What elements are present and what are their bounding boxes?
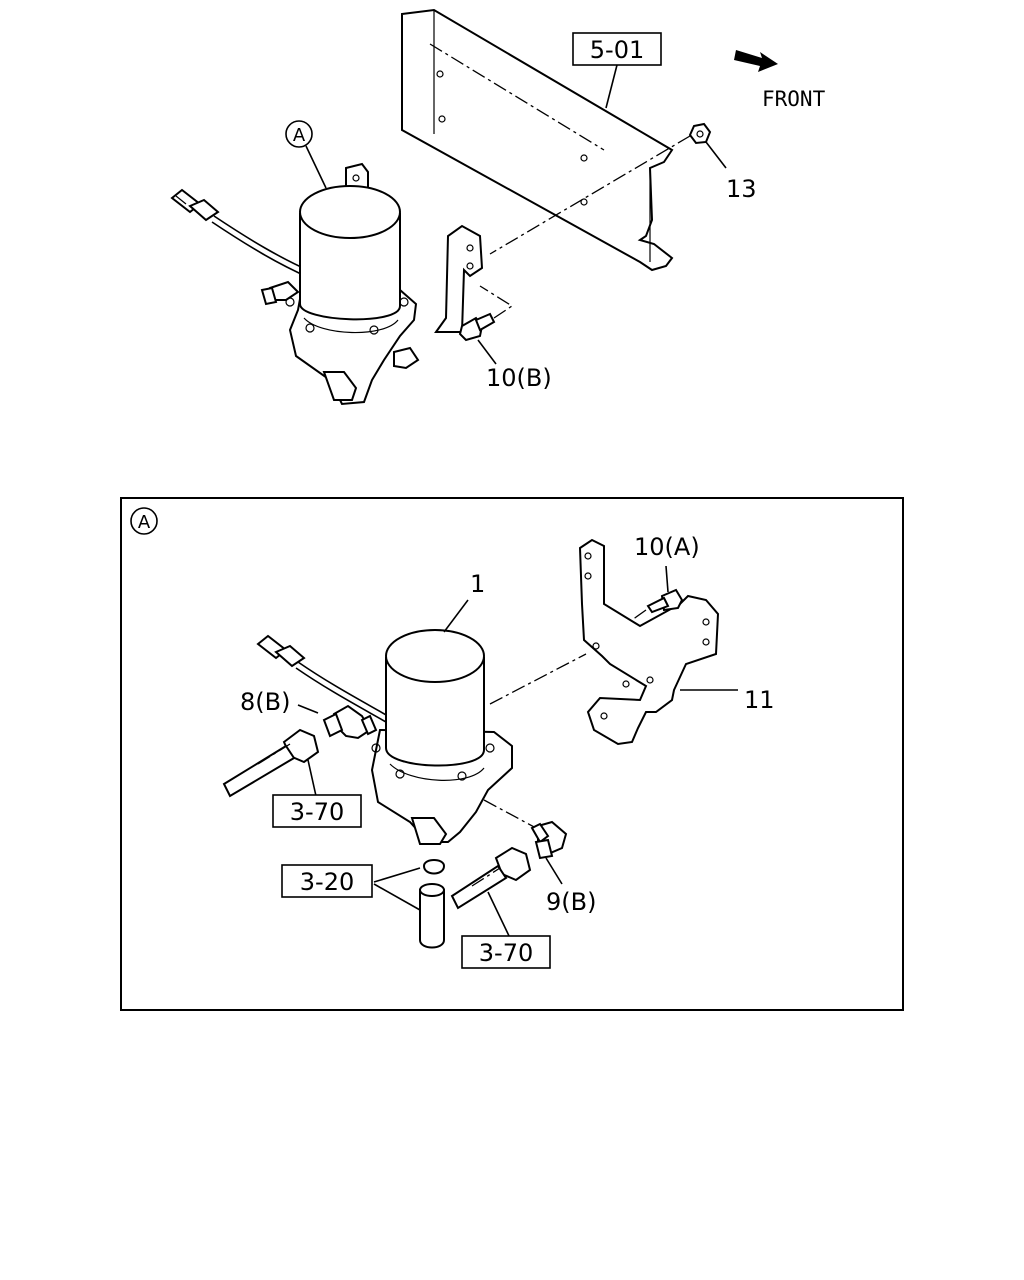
front-arrow-icon bbox=[734, 50, 778, 72]
hose-bottom bbox=[450, 846, 532, 939]
fitting-9b bbox=[530, 820, 568, 885]
part-11-label: 11 bbox=[744, 686, 775, 714]
dryer-unit-1 bbox=[370, 599, 587, 845]
silencer-parts bbox=[373, 859, 446, 949]
detail-wire-harness bbox=[256, 634, 389, 723]
frame-rail bbox=[401, 8, 674, 272]
part-10b-label: 10(B) bbox=[486, 364, 552, 392]
ref-3-70-bottom-label: 3-70 bbox=[479, 939, 533, 967]
detail-marker-top: A bbox=[285, 120, 327, 189]
top-wire-harness bbox=[170, 188, 313, 279]
ref-3-70-left-label: 3-70 bbox=[290, 798, 344, 826]
ref-5-01-label: 5-01 bbox=[590, 36, 644, 64]
part-9b-label: 9(B) bbox=[546, 888, 596, 916]
bolt-10b bbox=[458, 285, 514, 365]
ref-box-3-20: 3-20 bbox=[281, 864, 373, 898]
detail-marker-circle bbox=[130, 507, 158, 535]
bracket-11 bbox=[578, 538, 738, 746]
detail-view-a: A 11 10(A) bbox=[120, 497, 904, 1011]
front-label: FRONT bbox=[762, 87, 826, 111]
nut-13 bbox=[489, 122, 727, 255]
hose-left bbox=[222, 728, 320, 798]
detail-marker-label: A bbox=[138, 512, 151, 533]
top-assembly-view: 5-01 FRONT 13 bbox=[170, 8, 826, 406]
part-1-label: 1 bbox=[470, 570, 485, 598]
ref-box-3-70-bottom: 3-70 bbox=[461, 935, 551, 969]
detail-frame bbox=[120, 497, 904, 1011]
part-13-label: 13 bbox=[726, 175, 757, 203]
part-10a-label: 10(A) bbox=[634, 533, 700, 561]
ref-box-5-01: 5-01 bbox=[572, 32, 662, 109]
ref-box-3-70-left: 3-70 bbox=[272, 794, 362, 828]
bolt-10a bbox=[631, 565, 684, 621]
detail-marker-top-label: A bbox=[293, 125, 306, 146]
fitting-8b bbox=[297, 704, 378, 740]
ref-3-20-label: 3-20 bbox=[300, 868, 354, 896]
top-dryer-unit bbox=[260, 185, 420, 406]
part-8b-label: 8(B) bbox=[240, 688, 290, 716]
